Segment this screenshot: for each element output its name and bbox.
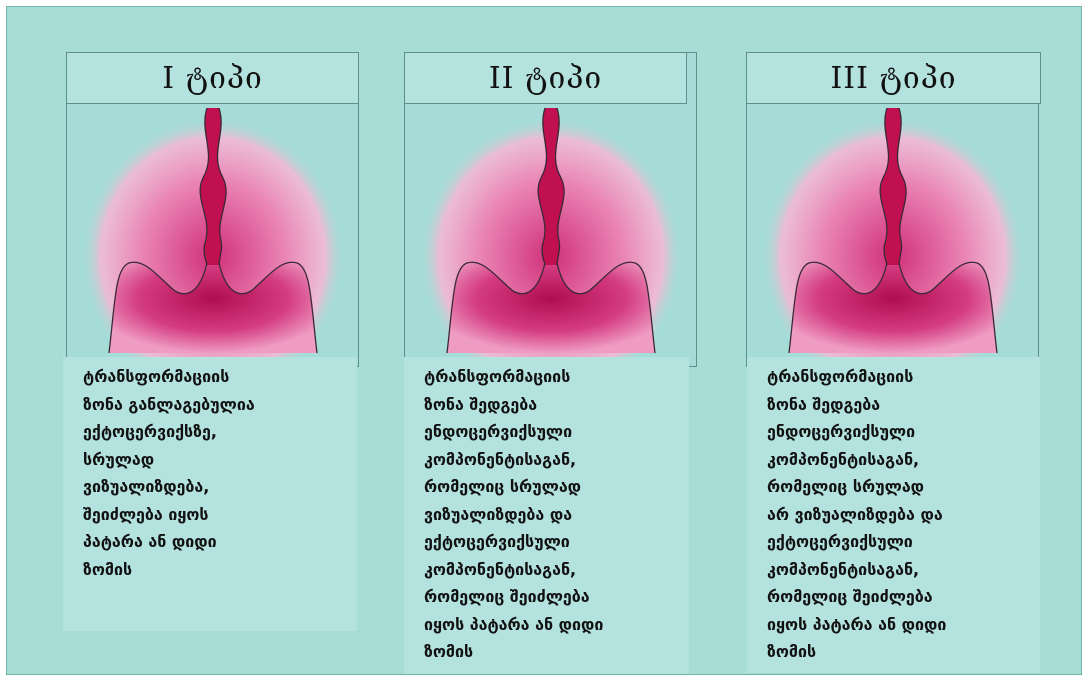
- type-1-description: ტრანსფორმაციის ზონა განლაგებულია ექტოცერ…: [63, 357, 357, 631]
- type-3-title: III ტიპი: [746, 52, 1041, 104]
- type-3-description: ტრანსფორმაციის ზონა შედგება ენდოცერვიქსუ…: [747, 357, 1040, 673]
- type-2-description: ტრანსფორმაციის ზონა შედგება ენდოცერვიქსუ…: [404, 357, 689, 675]
- diagram-canvas: I ტიპი II ტიპი III ტიპი ტრანსფორმაციის ზ…: [6, 6, 1082, 675]
- type-2-title: II ტიპი: [404, 52, 687, 104]
- type-1-title: I ტიპი: [66, 52, 359, 104]
